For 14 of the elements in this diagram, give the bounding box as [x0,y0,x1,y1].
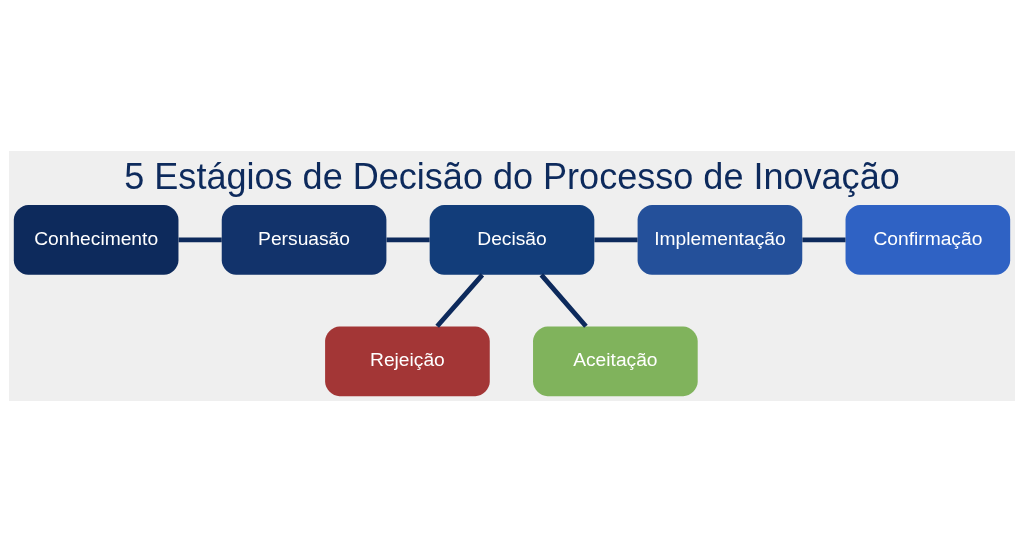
node-box: Aceitação [533,326,698,396]
connector [802,237,846,242]
node-box: Confirmação [845,204,1011,275]
node-box: Decisão [429,204,595,275]
node-box: Implementação [637,204,803,275]
connector [435,272,485,328]
node-box: Rejeição [325,326,490,396]
connector [539,272,588,328]
node-box: Conhecimento [13,204,179,275]
diagram-title: 5 Estágios de Decisão do Processo de Inovação [124,155,900,197]
connector [178,237,222,242]
connector [386,237,430,242]
connector [594,237,638,242]
node-box: Persuasão [221,204,387,275]
